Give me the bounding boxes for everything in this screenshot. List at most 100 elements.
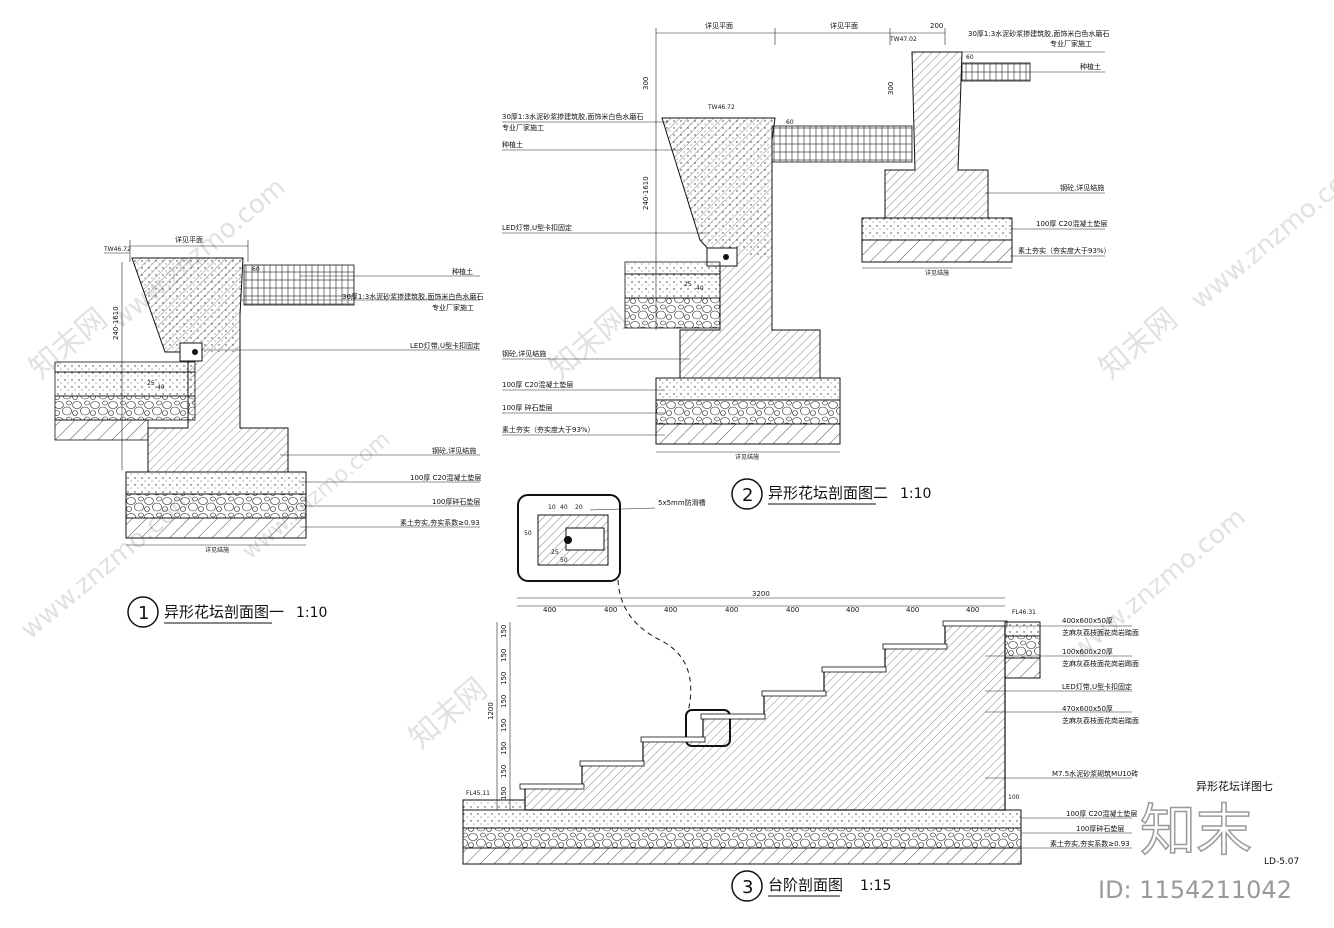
section-2-drawing: 详见平面 详见平面 200 TW47.02 TW46.72 300 240-16… [502, 21, 1111, 461]
tread-dim: 400 [846, 606, 859, 614]
watermark-text: 知末网 [543, 301, 634, 386]
s2-d200: 200 [930, 22, 943, 30]
section-3-scale: 1:15 [860, 878, 891, 894]
watermark-id: ID: 1154211042 [1098, 876, 1292, 904]
s2-d25: 25 [684, 281, 692, 288]
section-3-name: 台阶剖面图 [768, 876, 843, 894]
s1-d40: 40 [157, 384, 165, 391]
s1-tw-level: TW46.72 [103, 246, 131, 253]
s1-mortar-label: 30厚1:3水泥砂浆掺建筑胶,面饰米白色水磨石 [342, 292, 483, 301]
riser-dim: 150 [500, 649, 508, 662]
s2-d300a: 300 [642, 77, 650, 90]
s2-concrete-label: 100厚 C20混凝土垫层 [502, 380, 573, 389]
s1-concrete-label: 100厚 C20混凝土垫层 [410, 473, 481, 482]
s2-steel2-label: 钢砼,详见结施 [1060, 183, 1104, 192]
s2-mortar-label-right: 30厚1:3水泥砂浆掺建筑胶,面饰米白色水磨石 [968, 29, 1109, 38]
tread-dim: 400 [604, 606, 617, 614]
watermark-text: 知末网 [1093, 301, 1184, 386]
s3-r6: 100厚 C20混凝土垫层 [1066, 809, 1137, 818]
s1-soil-label: 素土夯实,夯实系数≥0.93 [400, 518, 480, 527]
s3-r1b: 芝麻灰荔枝面花岗岩踏面 [1062, 628, 1139, 637]
riser-dim: 150 [500, 695, 508, 708]
section-1-number: 1 [138, 603, 149, 624]
s2-concrete2-label: 100厚 C20混凝土垫层 [1036, 219, 1107, 228]
section-3-number: 3 [742, 877, 753, 898]
section-1-name: 异形花坛剖面图一 [164, 603, 284, 621]
s2-soil-label: 素土夯实（夯实度大于93%） [502, 425, 595, 434]
s3-r2: 100x600x20厚 [1062, 648, 1113, 656]
detail-dim: 50 [560, 557, 568, 564]
s1-plant-label: 种植土 [452, 267, 473, 276]
tread-dim: 400 [543, 606, 556, 614]
section-3-drawing: 3200 400 400 400 400 400 400 400 400 120… [462, 590, 1139, 865]
s2-vendor-label-right: 专业厂家施工 [1050, 39, 1092, 48]
s3-fl-bot: FL45.11 [466, 790, 490, 797]
s1-height-dim: 240-1610 [112, 306, 120, 340]
tread-dim: 400 [906, 606, 919, 614]
s3-height: 1200 [487, 702, 495, 720]
s2-soil2-label: 素土夯实（夯实度大于93%） [1018, 246, 1111, 255]
riser-dim: 150 [500, 787, 508, 800]
watermark-url: www.znzmo.com [1065, 502, 1251, 665]
s1-bottom-dim: 详见结施 [205, 546, 229, 554]
brand-logo: 知末 [1140, 799, 1252, 864]
s1-vendor-label: 专业厂家施工 [432, 303, 474, 312]
s1-led-label: LED灯带,U型卡扣固定 [410, 341, 480, 350]
s3-d100: 100 [1008, 794, 1020, 801]
s3-fl-top: FL46.31 [1012, 609, 1036, 616]
section-3-detail-callout: 10 40 20 50 25 50 5x5mm防滑槽 [517, 494, 731, 747]
s3-r3: LED灯带,U型卡扣固定 [1062, 682, 1132, 691]
tread-dim: 400 [725, 606, 738, 614]
riser-dims: 150 150 150 150 150 150 150 150 [500, 625, 508, 800]
s2-top1: 详见平面 [705, 21, 733, 30]
riser-dim: 150 [500, 625, 508, 638]
watermark-text: 知末网 [403, 671, 494, 756]
riser-dim: 150 [500, 765, 508, 778]
s2-gravel-label: 100厚 碎石垫层 [502, 403, 553, 412]
section-number-circle [127, 596, 159, 628]
detail-dim: 20 [575, 504, 583, 511]
s1-steel-label: 钢砼,详见结施 [432, 446, 476, 455]
s2-bottom2: 详见结施 [925, 269, 949, 277]
s3-r5: M7.5水泥砂浆砌筑MU10砖 [1052, 769, 1138, 778]
s3-r4b: 芝麻灰荔枝面花岗岩踏面 [1062, 716, 1139, 725]
s3-r1: 400x600x50厚 [1062, 617, 1113, 625]
tread-dim: 400 [664, 606, 677, 614]
tread-dim: 400 [786, 606, 799, 614]
tread-dims: 400 400 400 400 400 400 400 400 [543, 606, 979, 614]
s3-r4: 470x600x50厚 [1062, 705, 1113, 713]
section-2-number: 2 [742, 485, 753, 506]
section-2-name: 异形花坛剖面图二 [768, 484, 888, 502]
detail-dim: 25 [551, 549, 559, 556]
s2-top2: 详见平面 [830, 21, 858, 30]
section-1-title: 1 异形花坛剖面图一 1:10 [127, 596, 327, 628]
s2-tw2: TW46.72 [707, 104, 735, 111]
riser-dim: 150 [500, 719, 508, 732]
s2-d60a: 60 [786, 119, 794, 126]
detail-dim: 40 [560, 504, 568, 511]
s2-d40: 40 [696, 285, 704, 292]
s2-plant-label: 种植土 [502, 140, 523, 149]
section-1-drawing: 详见平面 TW46.72 240-1610 60 25 40 详见结施 种植土 … [54, 235, 483, 554]
tread-dim: 400 [966, 606, 979, 614]
s3-r7: 100厚碎石垫层 [1076, 824, 1124, 833]
s3-r8: 素土夯实,夯实系数≥0.93 [1050, 839, 1130, 848]
s2-led-label: LED灯带,U型卡扣固定 [502, 223, 572, 232]
section-number-circle [731, 870, 763, 902]
s2-vendor-label: 专业厂家施工 [502, 123, 544, 132]
s2-d60b: 60 [966, 54, 974, 61]
section-2-title: 2 异形花坛剖面图二 1:10 [731, 478, 931, 510]
s2-bottom1: 详见结施 [735, 453, 759, 461]
sheet-code: LD-5.07 [1264, 857, 1299, 867]
s2-d300b: 300 [887, 82, 895, 95]
section-2-scale: 1:10 [900, 486, 931, 502]
s2-steel-label: 钢砼,详见结施 [502, 349, 546, 358]
s1-top-dim: 详见平面 [175, 235, 203, 244]
s1-d25: 25 [147, 380, 155, 387]
detail-dim: 50 [524, 530, 532, 537]
s3-r2b: 芝麻灰荔枝面花岗岩踢面 [1062, 659, 1139, 668]
sheet-title: 异形花坛详图七 [1196, 779, 1273, 793]
watermark-url: www.znzmo.com [1185, 152, 1334, 315]
riser-dim: 150 [500, 742, 508, 755]
